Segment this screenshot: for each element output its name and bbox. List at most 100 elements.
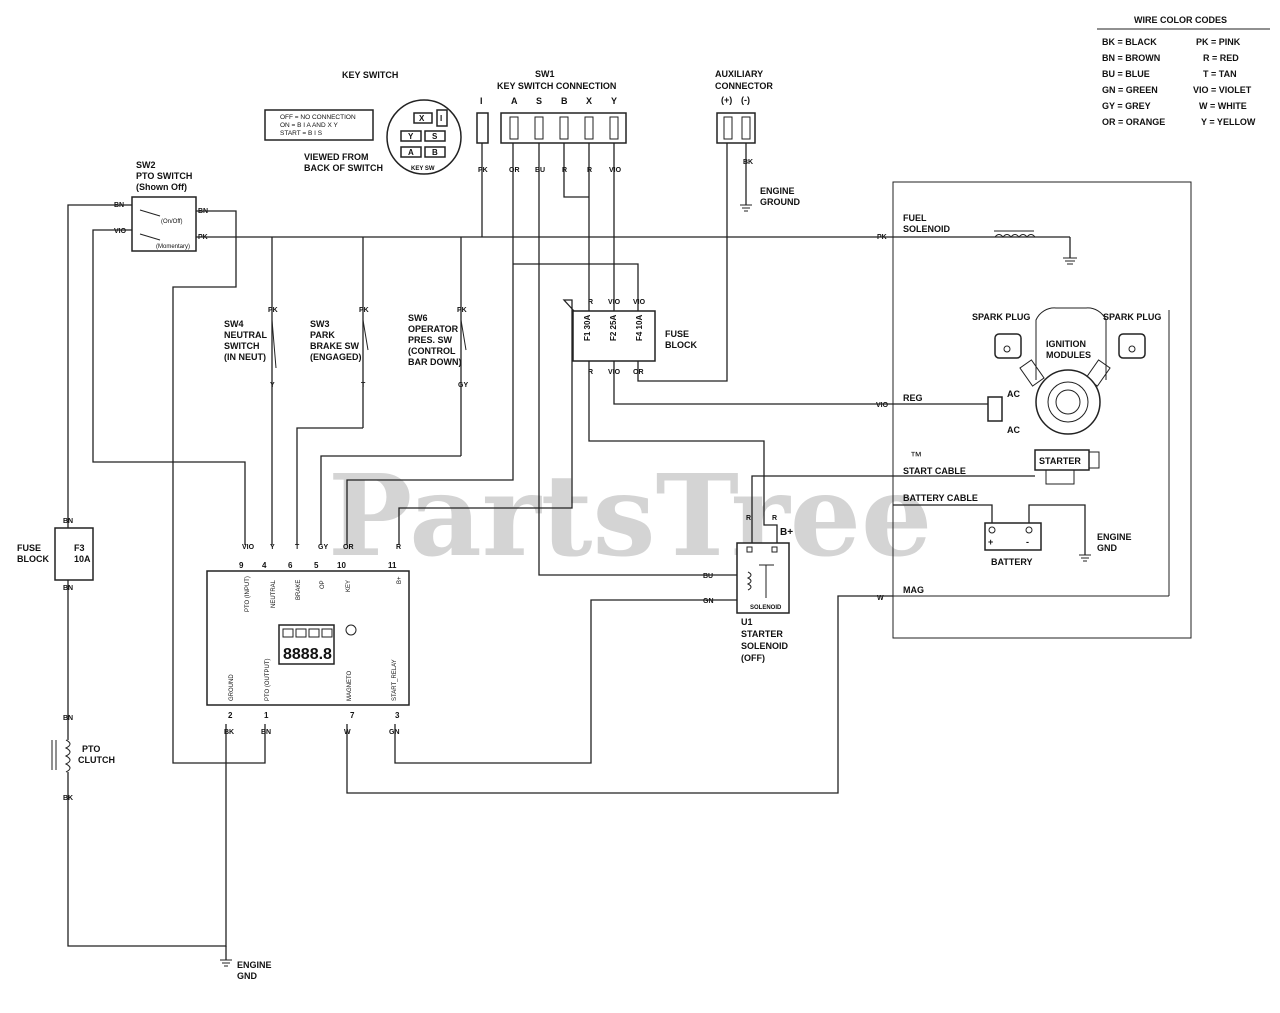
wire-label: VIO xyxy=(242,544,255,551)
key-switch-view-note: BACK OF SWITCH xyxy=(304,163,383,173)
engine-gnd-label: ENGINE xyxy=(1097,532,1132,542)
wire-label: VIO xyxy=(114,228,127,235)
wire-label: W xyxy=(877,595,884,602)
wire-label: BU xyxy=(703,573,713,580)
module-pin-num: 9 xyxy=(239,561,244,570)
engine-outline xyxy=(892,181,1192,639)
module-pin-num: 6 xyxy=(288,561,293,570)
starter-label: STARTER xyxy=(1039,456,1081,466)
wire-label: VIO xyxy=(609,167,622,174)
battery-minus: - xyxy=(1026,537,1029,547)
solenoid-title: (OFF) xyxy=(741,653,765,663)
sw1-pin-label: S xyxy=(536,96,542,106)
wire-label: GY xyxy=(318,544,328,551)
module-pin-name: START_RELAY xyxy=(392,659,398,701)
module-pin-name: PTO (OUTPUT) xyxy=(265,658,271,701)
wire-label: PK xyxy=(457,307,467,314)
aux-pin: (+) xyxy=(721,95,732,105)
wire-label: T xyxy=(295,544,300,551)
wire-label: PK xyxy=(478,167,488,174)
module-pin-name: PTO (INPUT) xyxy=(245,576,251,612)
flywheel xyxy=(1035,369,1101,435)
sw4-title: SW4 xyxy=(224,319,244,329)
key-switch-face-label: KEY SW xyxy=(411,166,435,172)
sw3-park-brake-switch: SW3 PARK BRAKE SW (ENGAGED) PK T xyxy=(310,307,369,389)
legend-item: GN = GREEN xyxy=(1102,85,1158,95)
module-pin-name: GROUND xyxy=(229,674,235,701)
key-terminal-s: S xyxy=(432,132,438,141)
f3-rating: 10A xyxy=(74,554,91,564)
pto-clutch-title: PTO xyxy=(82,744,100,754)
sw2-title: (Shown Off) xyxy=(136,182,187,192)
legend-item: BN = BROWN xyxy=(1102,53,1160,63)
sw2-label: (Momentary) xyxy=(156,244,190,250)
sw2-label: (On/Off) xyxy=(161,219,183,225)
wire-label: OR xyxy=(509,167,520,174)
reg-label: REG xyxy=(903,393,923,403)
f3-name: F3 xyxy=(74,543,85,553)
engine-gnd-label: GND xyxy=(1097,543,1118,553)
engine-gnd-bottom: ENGINE xyxy=(237,960,272,970)
module-display-digits: 8888.8 xyxy=(283,646,332,663)
solenoid-title: U1 xyxy=(741,617,753,627)
wire-label: GN xyxy=(703,598,714,605)
regulator xyxy=(987,396,1003,422)
sw6-title: BAR DOWN) xyxy=(408,357,462,367)
wire-label: Y xyxy=(270,544,275,551)
sw6-title: SW6 xyxy=(408,313,428,323)
wire-label: VIO xyxy=(876,402,889,409)
module-led xyxy=(345,624,357,636)
ac-label: AC xyxy=(1007,425,1020,435)
wire-label: GN xyxy=(389,729,400,736)
sw6-title: (CONTROL xyxy=(408,346,456,356)
module-pin-name: MAGNETO xyxy=(347,670,353,701)
key-switch-face xyxy=(386,99,462,175)
solenoid-title: SOLENOID xyxy=(741,641,789,651)
legend-item: VIO = VIOLET xyxy=(1193,85,1252,95)
legend-item: GY = GREY xyxy=(1102,101,1151,111)
key-terminal-y: Y xyxy=(408,132,414,141)
ac-label: AC xyxy=(1007,389,1020,399)
wire-color-legend: WIRE COLOR CODES BK = BLACK BN = BROWN B… xyxy=(1097,15,1270,127)
solenoid-bplus: B+ xyxy=(780,527,793,538)
key-switch-title: KEY SWITCH xyxy=(342,70,398,80)
key-switch-row: OFF = NO CONNECTION xyxy=(280,114,356,121)
battery-plus: + xyxy=(988,537,993,547)
engine-area: FUEL SOLENOID SPARK PLUG SPARK PLUG IGNI… xyxy=(876,181,1192,639)
module-pin-num: 7 xyxy=(350,711,355,720)
f3-title: FUSE xyxy=(17,543,41,553)
sw6-operator-presence-switch: SW6 OPERATOR PRES. SW (CONTROL BAR DOWN)… xyxy=(408,307,468,389)
sw1-pin-label: A xyxy=(511,96,518,106)
key-terminal-b: B xyxy=(432,148,438,157)
key-switch: KEY SWITCH OFF = NO CONNECTION ON = B I … xyxy=(264,70,462,175)
module-pin-num: 11 xyxy=(388,561,397,570)
key-switch-view-note: VIEWED FROM xyxy=(304,152,369,162)
sw3-title: SW3 xyxy=(310,319,330,329)
sw4-neutral-switch: SW4 NEUTRAL SWITCH (IN NEUT) PK Y xyxy=(224,307,278,389)
wire-label: R xyxy=(588,299,593,306)
wire-label: VIO xyxy=(633,299,646,306)
control-module: 8888.8 9 4 6 5 10 11 VIO Y T GY OR R PTO… xyxy=(206,544,410,736)
main-fuse-block: F1 30A F2 25A F4 10A FUSE BLOCK R VIO VI… xyxy=(572,299,697,376)
ignition-modules-outline xyxy=(1035,307,1107,380)
battery-label: BATTERY xyxy=(991,557,1033,567)
sw4-title: (IN NEUT) xyxy=(224,352,266,362)
wire-label: R xyxy=(588,369,593,376)
key-terminal-a: A xyxy=(408,148,414,157)
legend-title: WIRE COLOR CODES xyxy=(1134,15,1227,25)
module-pin-name: NEUTRAL xyxy=(271,579,277,608)
fuel-solenoid-label: SOLENOID xyxy=(903,224,951,234)
auxiliary-connector: AUXILIARY CONNECTOR (+) (-) BK ENGINE GR… xyxy=(715,69,800,207)
sw3-title: (ENGAGED) xyxy=(310,352,362,362)
start-cable-label: START CABLE xyxy=(903,466,966,476)
solenoid-label: SOLENOID xyxy=(750,605,782,611)
spark-plug-left: SPARK PLUG xyxy=(972,312,1030,322)
legend-item: Y = YELLOW xyxy=(1201,117,1256,127)
legend-item: BK = BLACK xyxy=(1102,37,1157,47)
fuse-f4: F4 10A xyxy=(635,315,644,341)
sw6-title: OPERATOR xyxy=(408,324,459,334)
aux-ground-label: GROUND xyxy=(760,197,800,207)
sw1-pin-label: X xyxy=(586,96,592,106)
sw2-title: SW2 xyxy=(136,160,156,170)
